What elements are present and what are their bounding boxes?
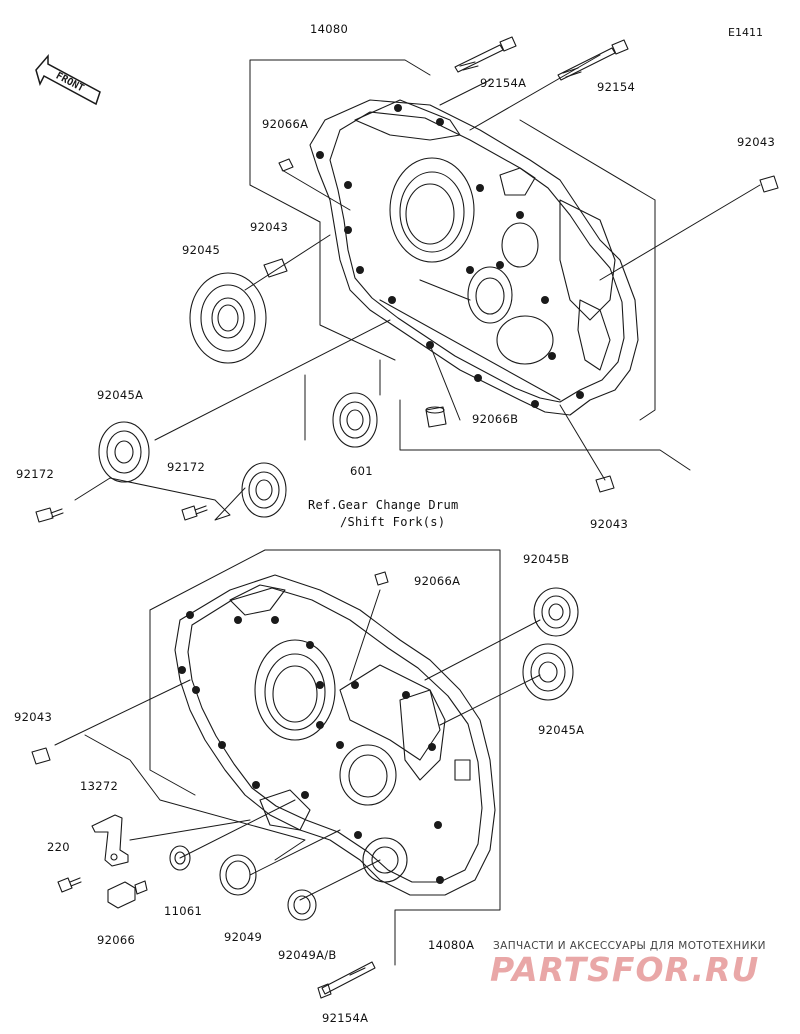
bearing-601 bbox=[332, 392, 378, 448]
part-label-11061: 11061 bbox=[164, 904, 203, 918]
diagram-code: E1411 bbox=[728, 26, 763, 39]
part-label-92066A-top: 92066A bbox=[262, 117, 309, 131]
ref-note-line1: Ref.Gear Change Drum bbox=[308, 498, 459, 512]
part-label-92045B: 92045B bbox=[523, 552, 570, 566]
part-label-92154A-bottom: 92154A bbox=[322, 1011, 369, 1025]
bearing-92045 bbox=[189, 272, 267, 364]
part-label-92045: 92045 bbox=[182, 243, 221, 257]
watermark-tagline: ЗАПЧАСТИ И АКСЕССУАРЫ ДЛЯ МОТОТЕХНИКИ bbox=[493, 940, 766, 952]
part-label-13272: 13272 bbox=[80, 779, 119, 793]
part-label-92154-top: 92154 bbox=[597, 80, 636, 94]
washer-11061 bbox=[169, 845, 191, 871]
lower-bracket-lines bbox=[54, 549, 541, 966]
dowel-pins-upper bbox=[263, 158, 779, 493]
part-label-92045A-right: 92045A bbox=[538, 723, 585, 737]
bolt-220 bbox=[57, 877, 82, 893]
part-label-220: 220 bbox=[47, 840, 70, 854]
bearing-92045A-left bbox=[98, 421, 150, 483]
bolt-92154-top bbox=[557, 39, 629, 81]
bearing-92045A-right bbox=[522, 643, 574, 701]
ref-note-line2: /Shift Fork(s) bbox=[340, 515, 446, 529]
part-label-92043-mid: 92043 bbox=[590, 517, 629, 531]
upper-bracket-lines bbox=[74, 54, 761, 521]
part-label-92043-right: 92043 bbox=[737, 135, 776, 149]
part-label-92172-a: 92172 bbox=[16, 467, 55, 481]
part-label-92066: 92066 bbox=[97, 933, 136, 947]
part-label-92154A-top: 92154A bbox=[480, 76, 527, 90]
oil-seal-92049AB bbox=[287, 889, 317, 921]
part-label-92049AB: 92049A/B bbox=[278, 948, 337, 962]
dowel-92066A-mid bbox=[374, 571, 389, 586]
part-label-92043-bottom-left: 92043 bbox=[14, 710, 53, 724]
bracket-13272 bbox=[91, 814, 129, 867]
front-arrow-icon: FRONT bbox=[35, 53, 101, 106]
part-label-92066B: 92066B bbox=[472, 412, 519, 426]
lower-crankcase bbox=[174, 574, 496, 896]
front-label: FRONT bbox=[54, 71, 86, 95]
dowel-92043-lower bbox=[31, 747, 51, 765]
watermark-brand-logo: PARTSFOR.RU bbox=[490, 950, 760, 989]
part-label-601: 601 bbox=[350, 464, 373, 478]
part-label-92066A-mid: 92066A bbox=[414, 574, 461, 588]
bolt-92154A-bottom bbox=[317, 961, 376, 999]
part-label-92045A-left: 92045A bbox=[97, 388, 144, 402]
upper-crankcase bbox=[309, 99, 639, 416]
plug-92066 bbox=[107, 880, 148, 909]
part-label-92172-b: 92172 bbox=[167, 460, 206, 474]
part-label-92049: 92049 bbox=[224, 930, 263, 944]
bearing-ref-gear-drum bbox=[241, 462, 287, 518]
part-label-14080A: 14080A bbox=[428, 938, 475, 952]
bolt-92154A-top bbox=[454, 36, 517, 73]
oil-seal-92049 bbox=[219, 854, 257, 896]
bearing-92045B bbox=[533, 587, 579, 637]
screws-92172 bbox=[35, 505, 208, 523]
part-label-92043-left: 92043 bbox=[250, 220, 289, 234]
part-label-14080: 14080 bbox=[310, 22, 349, 36]
